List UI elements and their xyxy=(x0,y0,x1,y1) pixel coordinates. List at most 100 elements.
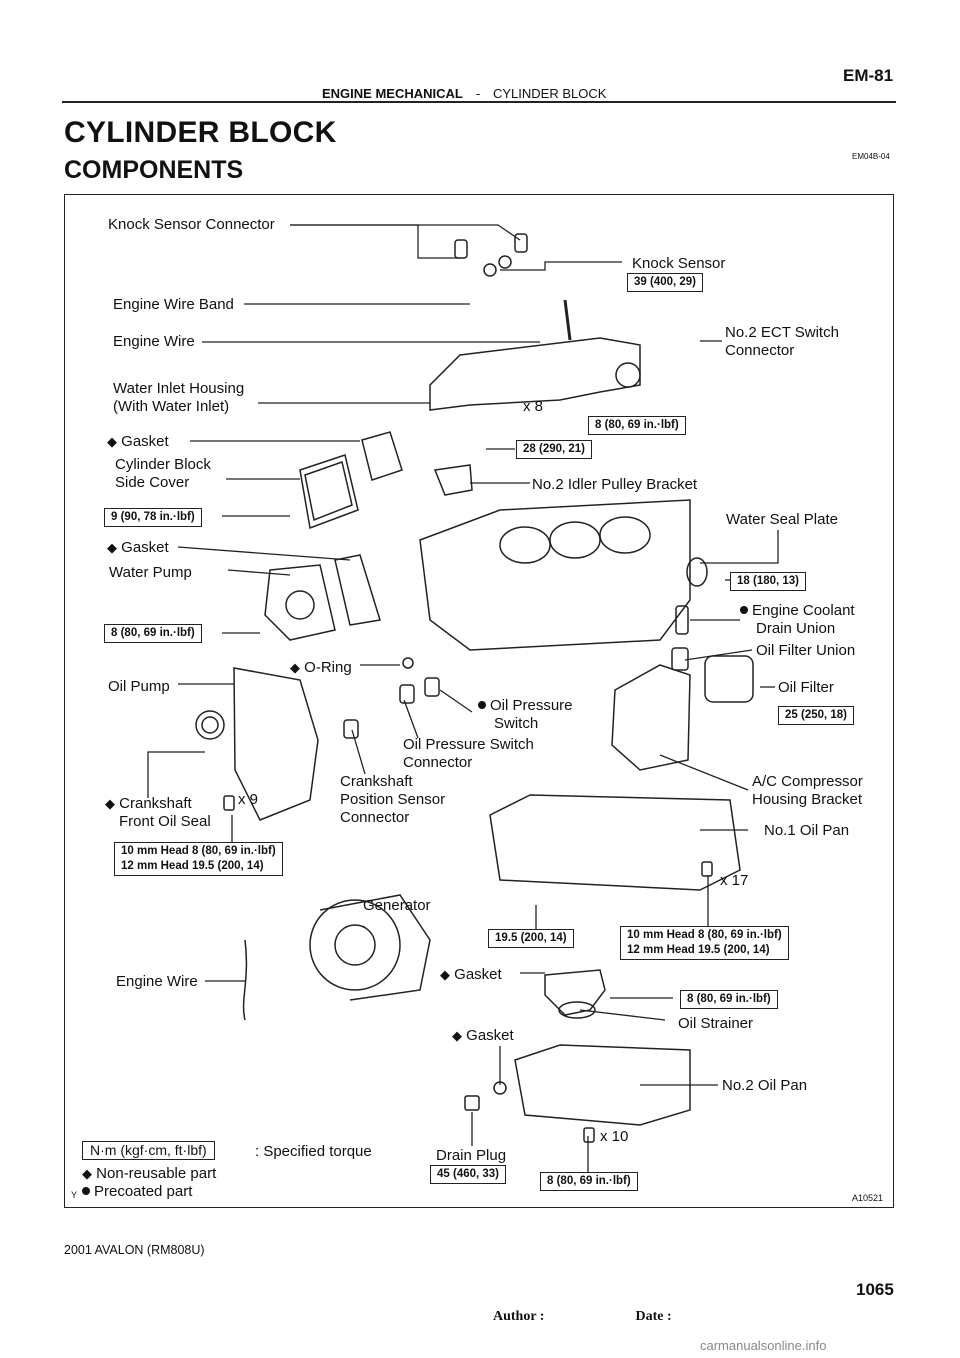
label-no2-idler-pulley-bracket: No.2 Idler Pulley Bracket xyxy=(532,476,698,493)
corner-y: Y xyxy=(71,1190,78,1200)
non-reusable-icon: ◆ xyxy=(290,660,300,675)
header-subsection: CYLINDER BLOCK xyxy=(493,86,607,101)
torque-drain-plug: 45 (460, 33) xyxy=(430,1165,507,1184)
label-no2-ect-connector: Connector xyxy=(725,342,795,359)
label-position-sensor: Position Sensor xyxy=(340,791,446,808)
label-no1-oil-pan: No.1 Oil Pan xyxy=(764,822,850,839)
torque-no1-oil-pan-12mm: 12 mm Head 19.5 (200, 14) xyxy=(627,944,770,956)
label-x17: x 17 xyxy=(720,872,749,889)
label-ops-connector-sub: Connector xyxy=(403,754,473,771)
torque-oil-filter: 25 (250, 18) xyxy=(778,706,855,725)
non-reusable-icon: ◆ xyxy=(440,967,450,982)
header-separator: - xyxy=(476,86,481,101)
doc-id: EM04B-04 xyxy=(852,152,890,161)
label-gasket-2: ◆ Gasket xyxy=(107,539,169,557)
author-label: Author : xyxy=(493,1309,545,1324)
o-ring-text: O-Ring xyxy=(304,659,352,676)
label-no2-oil-pan: No.2 Oil Pan xyxy=(722,1077,808,1094)
label-front-oil-seal: Front Oil Seal xyxy=(119,813,211,830)
label-oil-pressure-switch-connector: Oil Pressure Switch xyxy=(403,736,534,753)
label-engine-coolant: Engine Coolant xyxy=(740,602,855,620)
torque-no2-oil-pan: 8 (80, 69 in.·lbf) xyxy=(540,1172,638,1191)
label-crankshaft-front-oil-seal: ◆ Crankshaft xyxy=(105,795,192,813)
label-x10: x 10 xyxy=(600,1128,629,1145)
ops-1-text: Oil Pressure xyxy=(490,697,573,714)
torque-water-pump: 8 (80, 69 in.·lbf) xyxy=(104,624,202,643)
torque-knock-sensor: 39 (400, 29) xyxy=(627,273,704,292)
torque-idler-bolt: 28 (290, 21) xyxy=(516,440,593,459)
author-date: Author : Date : xyxy=(493,1309,672,1325)
header-rule xyxy=(62,101,896,103)
precoated-icon xyxy=(740,606,748,614)
label-ac-compressor: A/C Compressor xyxy=(752,773,863,790)
seal-1-text: Crankshaft xyxy=(119,795,192,812)
label-housing-bracket: Housing Bracket xyxy=(752,791,863,808)
label-oil-strainer: Oil Strainer xyxy=(678,1015,754,1032)
torque-side-cover: 9 (90, 78 in.·lbf) xyxy=(104,508,202,527)
header-section: ENGINE MECHANICAL xyxy=(322,86,463,101)
torque-water-inlet: 8 (80, 69 in.·lbf) xyxy=(588,416,686,435)
label-x8: x 8 xyxy=(523,398,544,415)
label-engine-wire-band: Engine Wire Band xyxy=(113,296,234,313)
label-engine-wire: Engine Wire xyxy=(113,333,195,350)
page-title: CYLINDER BLOCK xyxy=(64,116,337,149)
label-generator: Generator xyxy=(363,897,431,914)
label-water-seal-plate: Water Seal Plate xyxy=(726,511,838,528)
watermark: carmanualsonline.info xyxy=(700,1338,827,1353)
gasket-4-text: Gasket xyxy=(466,1027,514,1044)
gasket-1-text: Gasket xyxy=(121,433,169,450)
legend-torque-text: : Specified torque xyxy=(255,1143,372,1160)
legend-non-reusable: ◆ Non-reusable part xyxy=(82,1165,216,1183)
label-water-pump: Water Pump xyxy=(109,564,192,581)
label-drain-union: Drain Union xyxy=(756,620,836,637)
label-position-sensor-connector: Connector xyxy=(340,809,410,826)
label-oil-pressure-switch-sub: Switch xyxy=(494,715,539,732)
label-knock-sensor: Knock Sensor xyxy=(632,255,726,272)
non-reusable-icon: ◆ xyxy=(107,540,117,555)
label-water-inlet-housing: Water Inlet Housing xyxy=(113,380,245,397)
label-side-cover: Side Cover xyxy=(115,474,190,491)
label-cylinder-block: Cylinder Block xyxy=(115,456,211,473)
page-subtitle: COMPONENTS xyxy=(64,156,244,184)
label-crankshaft-position: Crankshaft xyxy=(340,773,413,790)
torque-oil-pump-12mm: 12 mm Head 19.5 (200, 14) xyxy=(121,860,264,872)
legend-precoated-text: Precoated part xyxy=(94,1183,193,1200)
diagram-frame xyxy=(64,194,894,1208)
non-reusable-icon: ◆ xyxy=(452,1028,462,1043)
non-reusable-icon: ◆ xyxy=(107,434,117,449)
torque-no1-oil-pan-10mm: 10 mm Head 8 (80, 69 in.·lbf) xyxy=(627,929,782,941)
label-x9: x 9 xyxy=(238,791,259,808)
legend-torque-box: N·m (kgf·cm, ft·lbf) xyxy=(82,1141,215,1160)
torque-no1-oil-pan: 10 mm Head 8 (80, 69 in.·lbf) 12 mm Head… xyxy=(620,926,789,960)
page-code: EM-81 xyxy=(843,66,894,85)
precoated-icon xyxy=(478,701,486,709)
label-oil-pump: Oil Pump xyxy=(108,678,170,695)
label-gasket-3: ◆ Gasket xyxy=(440,966,502,984)
label-no2-ect-switch: No.2 ECT Switch xyxy=(725,324,839,341)
date-label: Date : xyxy=(635,1309,672,1324)
gasket-3-text: Gasket xyxy=(454,966,502,983)
label-water-inlet-sub: (With Water Inlet) xyxy=(113,398,230,415)
label-oil-filter-union: Oil Filter Union xyxy=(756,642,856,659)
label-drain-plug: Drain Plug xyxy=(436,1147,507,1164)
footer-model: 2001 AVALON (RM808U) xyxy=(64,1243,205,1257)
figure-code: A10521 xyxy=(852,1193,884,1203)
label-oil-filter: Oil Filter xyxy=(778,679,834,696)
label-engine-wire-2: Engine Wire xyxy=(116,973,198,990)
precoated-icon xyxy=(82,1187,90,1195)
non-reusable-icon: ◆ xyxy=(82,1166,92,1181)
coolant-1-text: Engine Coolant xyxy=(752,602,855,619)
gasket-2-text: Gasket xyxy=(121,539,169,556)
torque-oil-pan-bolt: 19.5 (200, 14) xyxy=(488,929,574,948)
legend-non-reusable-text: Non-reusable part xyxy=(96,1165,217,1182)
torque-water-seal-plate: 18 (180, 13) xyxy=(730,572,807,591)
label-o-ring: ◆ O-Ring xyxy=(290,659,352,677)
non-reusable-icon: ◆ xyxy=(105,796,115,811)
label-knock-sensor-connector: Knock Sensor Connector xyxy=(108,216,275,233)
label-oil-pressure-switch: Oil Pressure xyxy=(478,697,573,715)
torque-oil-strainer: 8 (80, 69 in.·lbf) xyxy=(680,990,778,1009)
torque-oil-pump-10mm: 10 mm Head 8 (80, 69 in.·lbf) xyxy=(121,845,276,857)
label-gasket-4: ◆ Gasket xyxy=(452,1027,514,1045)
legend-precoated: Precoated part xyxy=(82,1183,192,1201)
